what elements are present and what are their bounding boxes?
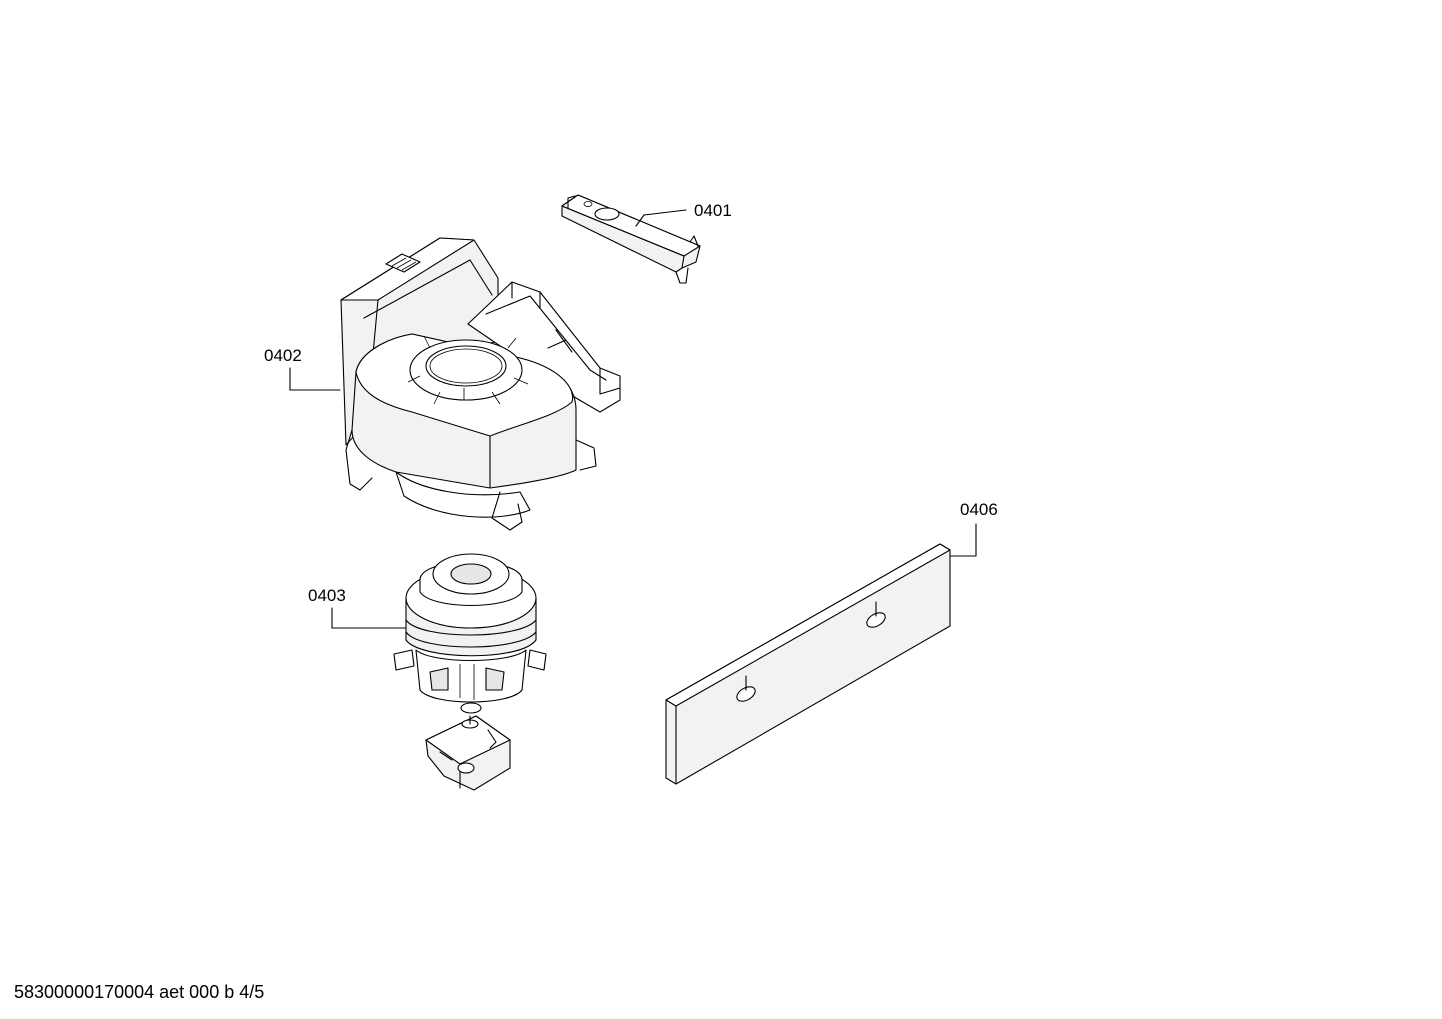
part-0401-cover — [561, 194, 701, 284]
callout-0403[interactable]: 0403 — [308, 586, 346, 605]
leader-0401-diag — [635, 214, 645, 227]
part-0403-motor — [393, 553, 547, 714]
callout-0401[interactable]: 0401 — [694, 201, 732, 220]
part-0402-fan-housing — [340, 237, 621, 531]
drawing-reference-footer: 58300000170004 aet 000 b 4/5 — [14, 982, 265, 1002]
callout-0406[interactable]: 0406 — [960, 500, 998, 519]
part-0406-panel — [665, 543, 951, 785]
leader-0401 — [643, 209, 687, 216]
part-motor-bracket — [425, 715, 511, 791]
callout-0402[interactable]: 0402 — [264, 346, 302, 365]
